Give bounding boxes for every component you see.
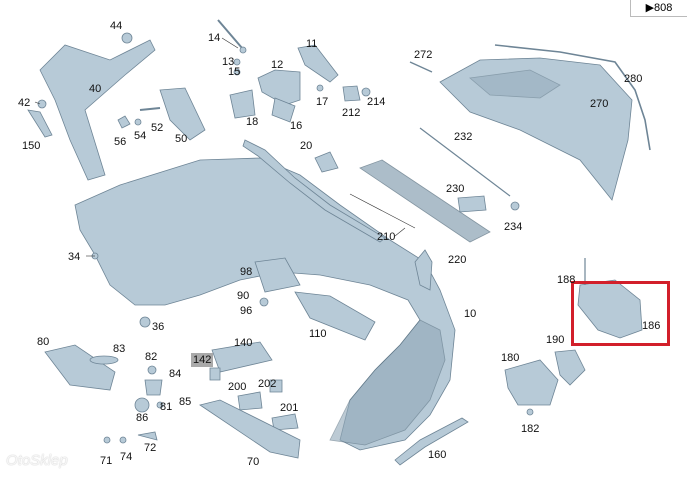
label-81: 81	[160, 401, 173, 413]
label-201: 201	[280, 402, 299, 414]
label-98: 98	[240, 266, 253, 278]
label-220: 220	[448, 254, 467, 266]
label-34: 34	[68, 251, 81, 263]
label-214: 214	[367, 96, 386, 108]
label-40: 40	[89, 83, 102, 95]
label-140: 140	[234, 337, 253, 349]
label-80: 80	[37, 336, 50, 348]
label-110: 110	[309, 328, 327, 340]
label-86: 86	[136, 412, 149, 424]
label-234: 234	[504, 221, 523, 233]
label-212: 212	[342, 107, 361, 119]
grille-part	[359, 159, 491, 243]
label-96: 96	[240, 305, 253, 317]
play-arrow-icon: ▶	[645, 2, 655, 14]
label-17: 17	[316, 96, 329, 108]
highlight-frame	[571, 281, 670, 346]
label-83: 83	[113, 343, 126, 355]
label-142-highlighted: 142	[191, 353, 214, 367]
label-182: 182	[521, 423, 540, 435]
label-14: 14	[208, 32, 221, 44]
label-52: 52	[151, 122, 164, 134]
label-85: 85	[179, 396, 192, 408]
reference-box: ▶808	[630, 0, 687, 17]
label-16: 16	[290, 120, 303, 132]
label-44: 44	[110, 20, 123, 32]
label-15: 15	[228, 66, 241, 78]
label-82: 82	[145, 351, 158, 363]
label-160: 160	[428, 449, 447, 461]
label-74: 74	[120, 451, 133, 463]
label-11: 11	[306, 38, 318, 50]
label-20: 20	[300, 140, 313, 152]
label-56: 56	[114, 136, 127, 148]
label-190: 190	[546, 334, 565, 346]
label-232: 232	[454, 131, 473, 143]
label-150: 150	[22, 140, 41, 152]
label-70: 70	[247, 456, 260, 468]
reference-number: 808	[654, 2, 673, 14]
label-270: 270	[590, 98, 609, 110]
label-54: 54	[134, 130, 147, 142]
watermark-logo: OtoSklep	[6, 452, 68, 469]
lower-trim-part	[199, 399, 301, 459]
left-bracket-part	[39, 39, 156, 181]
label-12: 12	[271, 59, 284, 71]
label-50: 50	[175, 133, 188, 145]
label-230: 230	[446, 183, 465, 195]
label-188: 188	[557, 274, 576, 286]
label-202: 202	[258, 378, 277, 390]
label-72: 72	[144, 442, 157, 454]
label-36: 36	[152, 321, 165, 333]
label-200: 200	[228, 381, 247, 393]
label-42: 42	[18, 97, 31, 109]
label-272: 272	[414, 49, 433, 61]
label-210: 210	[377, 231, 396, 243]
label-84: 84	[169, 368, 182, 380]
label-90: 90	[237, 290, 250, 302]
label-180: 180	[501, 352, 520, 364]
label-186: 186	[642, 320, 661, 332]
label-280: 280	[624, 73, 643, 85]
label-71: 71	[100, 455, 113, 467]
label-13: 13	[222, 56, 235, 68]
label-10: 10	[464, 308, 477, 320]
label-18: 18	[246, 116, 259, 128]
